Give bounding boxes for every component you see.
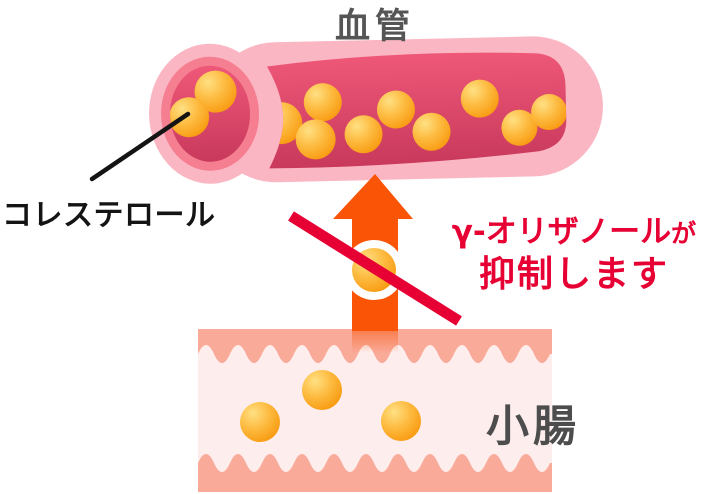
cholesterol-ball (303, 83, 342, 122)
inhibitor-caption-line1: γ-オリザノールが (451, 214, 697, 250)
intestine-lumen (198, 345, 552, 472)
inhibition-slash-line (288, 211, 462, 326)
cholesterol-ball (531, 94, 568, 131)
blood-vessel (149, 36, 603, 184)
vessel-label: 血管 (334, 7, 415, 47)
cholesterol-pointer-line (89, 111, 191, 182)
cholesterol-ball (194, 70, 237, 113)
cholesterol-label: コレステロール (2, 198, 216, 233)
vessel-lumen-window (266, 52, 567, 169)
inhibitor-caption-line2: 抑制します (478, 254, 669, 296)
cholesterol-ball (460, 79, 499, 118)
small-intestine (198, 329, 552, 492)
cholesterol-ball (376, 90, 415, 129)
cholesterol-ball (381, 401, 421, 441)
cholesterol-ball (344, 115, 383, 154)
arrow-fade-tail (352, 329, 398, 353)
cholesterol-ball (501, 109, 538, 146)
cholesterol-ball (169, 97, 210, 138)
cholesterol-ball (412, 112, 451, 151)
cholesterol-ball (295, 119, 336, 160)
cholesterol-ball (302, 370, 342, 410)
inhibitor-caption: γ-オリザノールが 抑制します (428, 214, 716, 296)
cholesterol-ball (240, 402, 280, 442)
intestine-label: 小腸 (486, 402, 580, 452)
